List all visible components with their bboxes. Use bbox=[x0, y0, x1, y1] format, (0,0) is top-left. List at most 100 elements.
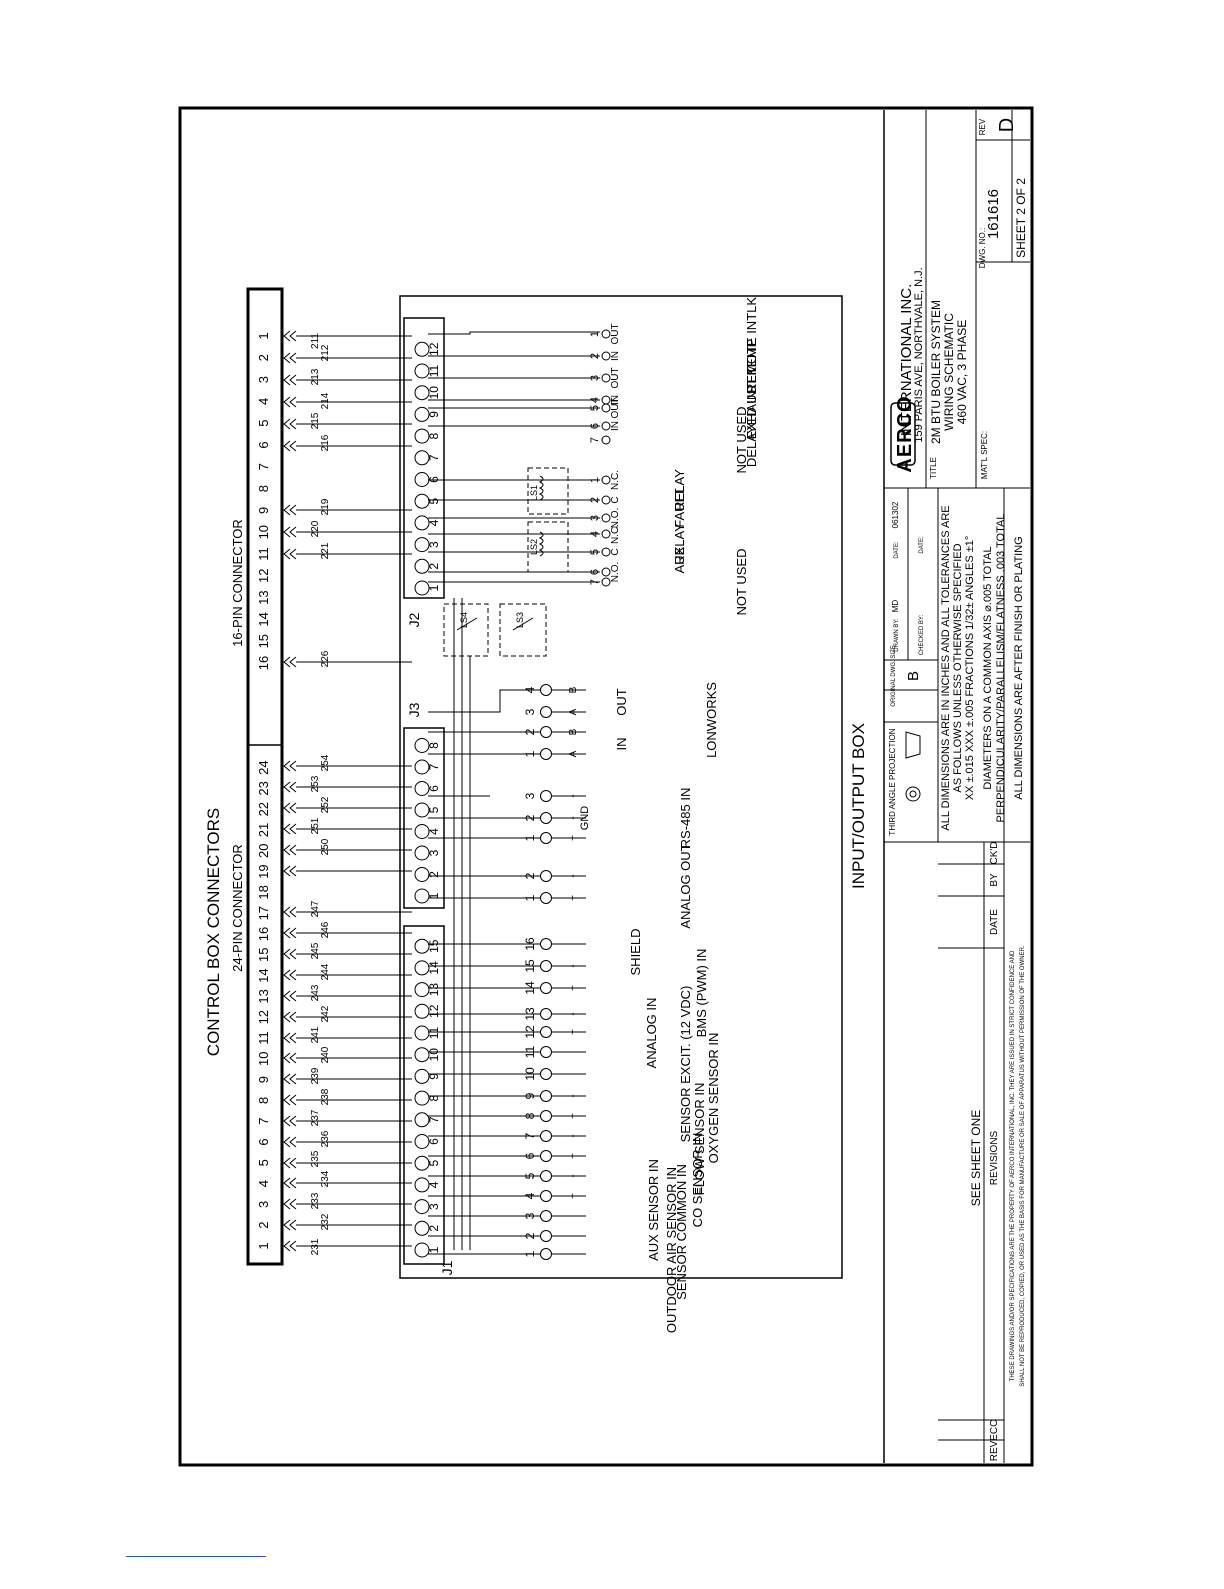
wire-24pin-chevron bbox=[283, 948, 297, 960]
j1-field-circle bbox=[540, 1190, 552, 1202]
j3-terminal-number: 4 bbox=[427, 828, 441, 835]
wire-16pin-chevron bbox=[283, 548, 297, 560]
j2-field-circle bbox=[601, 421, 611, 431]
j1-terminal-number: 11 bbox=[427, 1026, 441, 1039]
j3-terminal-number: 3 bbox=[427, 849, 441, 856]
j1-field-circle bbox=[540, 1026, 552, 1038]
j1-circuit-label: BMS (PWM) IN bbox=[694, 949, 709, 1038]
j2-terminal-screw bbox=[414, 341, 430, 357]
pin16-number: 13 bbox=[256, 590, 271, 604]
j1-terminal-number: 14 bbox=[427, 961, 441, 975]
tolerance-2: AS FOLLOWS UNLESS OTHERWISE SPECIFIED bbox=[952, 543, 964, 792]
j1-terminal-screw bbox=[414, 1112, 430, 1128]
j2-field-circle bbox=[601, 403, 611, 413]
j2-field-circle bbox=[601, 547, 611, 557]
wire-24pin-chevron bbox=[283, 1073, 297, 1085]
lonworks-field-circle bbox=[540, 748, 552, 760]
wire-24pin-chevron bbox=[283, 927, 297, 939]
wire-number: 245 bbox=[310, 942, 321, 959]
j2-field-circle bbox=[601, 329, 611, 339]
title-line-2: WIRING SCHEMATIC bbox=[942, 313, 956, 431]
internal-route bbox=[428, 331, 600, 335]
j2-circuit-label: NOT USED bbox=[734, 549, 749, 616]
by-col: BY bbox=[989, 873, 1000, 887]
lonworks-field-pin: 3 bbox=[523, 708, 537, 715]
lonworks-field-tag: B bbox=[568, 686, 579, 693]
j3-terminal-screw bbox=[414, 802, 430, 818]
j2-field-tag: N.C. bbox=[610, 470, 621, 490]
wire-number: 214 bbox=[320, 392, 331, 409]
projection-label: THIRD ANGLE PROJECTION bbox=[888, 728, 897, 835]
j2-circuit-label: NOT USED bbox=[734, 407, 749, 474]
wire-24pin-chevron bbox=[283, 1094, 297, 1106]
j2-field-pin: 7 bbox=[589, 437, 601, 443]
j1-terminal-screw bbox=[414, 1220, 430, 1236]
j1-field-circle bbox=[540, 1008, 552, 1020]
wire-24pin-chevron bbox=[283, 1115, 297, 1127]
j1-circuit-label: FLOW SENSOR IN bbox=[692, 1083, 707, 1196]
j2-field-tag: C bbox=[610, 548, 621, 555]
rotated-drawing: CONTROL BOX CONNECTORS 24-PIN CONNECTOR … bbox=[204, 287, 868, 1333]
pin16-number: 3 bbox=[256, 376, 271, 383]
pin24-number: 20 bbox=[256, 844, 271, 858]
rs485-field-tag: + bbox=[568, 835, 579, 841]
wire-number: 246 bbox=[320, 921, 331, 938]
tolerance-6: ALL DIMENSIONS ARE AFTER FINISH OR PLATI… bbox=[1013, 536, 1025, 799]
wire-number: 215 bbox=[310, 412, 321, 429]
pin16-number: 2 bbox=[256, 354, 271, 361]
lonworks-label: LONWORKS bbox=[704, 682, 719, 758]
j3-label: J3 bbox=[406, 702, 422, 717]
rev-label: REV bbox=[978, 118, 987, 135]
wire-number: 253 bbox=[310, 775, 321, 792]
j1-field-tag: - bbox=[568, 1134, 579, 1137]
j1-field-circle bbox=[540, 1210, 552, 1222]
j1-terminal-screw bbox=[414, 1068, 430, 1084]
orig-size: B bbox=[905, 671, 922, 681]
j1-field-tag: + bbox=[568, 1113, 579, 1119]
wire-24pin-chevron bbox=[283, 1052, 297, 1064]
title-block: AERCO INTERNATIONAL INC. 159 PARIS AVE, … bbox=[884, 110, 1030, 1463]
checked-date-label: DATE: bbox=[919, 536, 925, 554]
pin24-number: 22 bbox=[256, 802, 271, 816]
relay-ls1-box bbox=[527, 467, 569, 515]
lonworks-out-label: OUT bbox=[614, 688, 629, 716]
j2-circuit-label: DELAYED INTLK bbox=[744, 367, 759, 468]
j2-field-circle bbox=[601, 577, 611, 587]
wire-number: 231 bbox=[310, 1238, 321, 1255]
control-box-connectors-frame bbox=[246, 287, 284, 1266]
j3-terminal-screw bbox=[414, 845, 430, 861]
j3-terminal-screw bbox=[414, 824, 430, 839]
logo-text: AERCO bbox=[894, 395, 916, 472]
pin24-number: 7 bbox=[256, 1118, 271, 1125]
wire-number: 236 bbox=[320, 1130, 331, 1147]
j1-terminal-screw bbox=[414, 1090, 430, 1106]
j2-terminal-number: 3 bbox=[427, 541, 441, 548]
j3-terminal-screw bbox=[414, 781, 430, 796]
pin24-number: 4 bbox=[256, 1180, 271, 1187]
j1-field-circle bbox=[540, 1170, 552, 1182]
rev-col: REV bbox=[989, 1440, 1000, 1461]
tolerance-4: DIAMETERS ON A COMMON AXIS ⌀.005 TOTAL bbox=[982, 546, 994, 789]
j2-terminal-number: 10 bbox=[427, 386, 441, 400]
j1-circuit-label: CO SENSOR IN bbox=[690, 1133, 705, 1228]
j1-field-tag: - bbox=[568, 964, 579, 967]
pin16-number: 12 bbox=[256, 569, 271, 583]
j1-field-tag: + bbox=[568, 1153, 579, 1159]
j3-terminal-screw bbox=[414, 759, 430, 775]
wire-24pin-chevron bbox=[283, 906, 297, 918]
j2-circuit-label: EXHAUST TEMP bbox=[744, 339, 759, 440]
relay-ls4-box bbox=[443, 603, 489, 657]
pin24-number: 18 bbox=[256, 885, 271, 899]
j2-circuit-sub: RELAY bbox=[672, 469, 687, 511]
wire-24pin-chevron bbox=[283, 969, 297, 981]
wire-number: 232 bbox=[320, 1213, 331, 1230]
proprietary-1: THESE DRAWINGS AND/OR SPECIFICATIONS ARE… bbox=[1010, 950, 1016, 1381]
j2-terminal-number: 4 bbox=[427, 519, 441, 526]
drawn-date-label: DATE: bbox=[894, 541, 900, 559]
j3-terminal-screw bbox=[414, 867, 430, 882]
j1-terminal-screw bbox=[414, 960, 430, 976]
relay-ls2-label: LS2 bbox=[529, 539, 539, 555]
pin24-number: 17 bbox=[256, 906, 271, 920]
